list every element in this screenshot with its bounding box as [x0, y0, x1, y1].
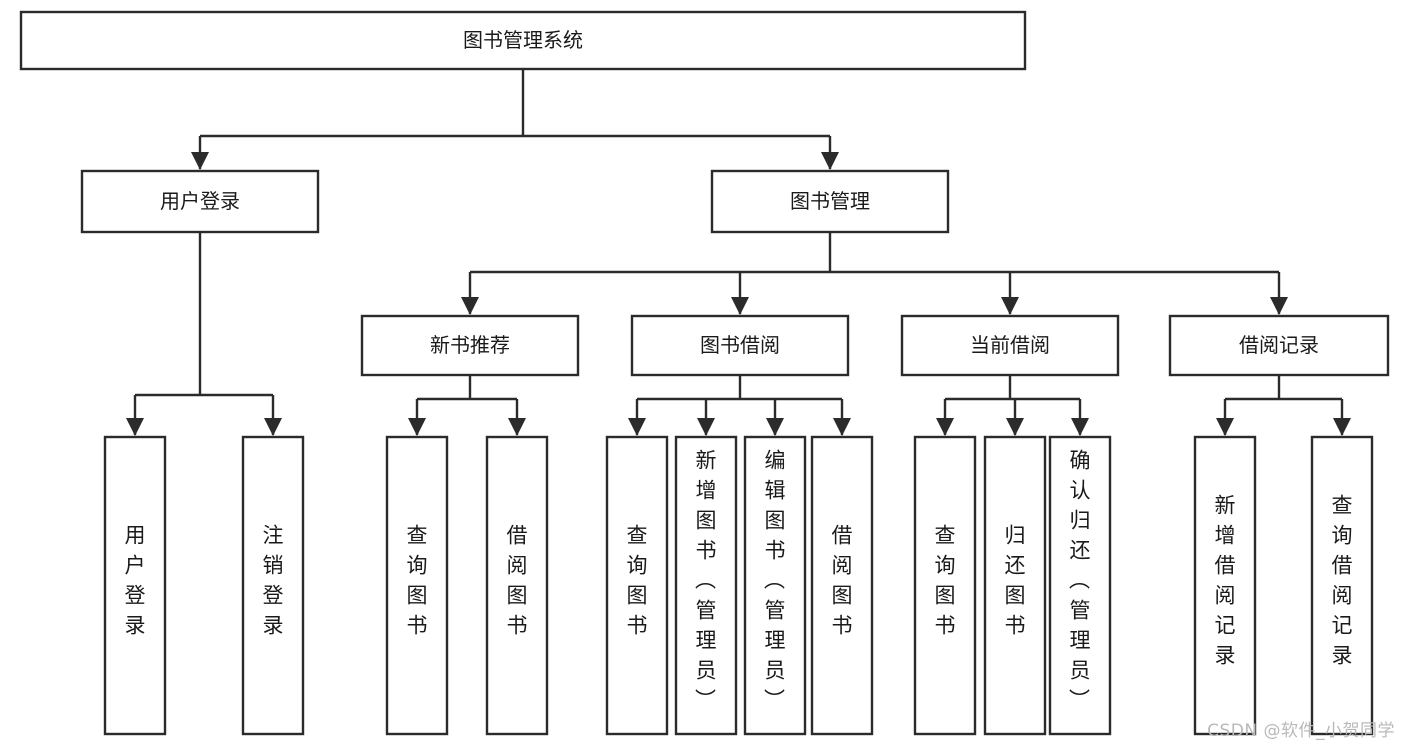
- node-leaf-query-book-1[interactable]: 查询图书: [385, 435, 449, 736]
- node-label: 确认归还（管理员）: [1069, 449, 1091, 713]
- node-box: [710, 169, 950, 234]
- node-current[interactable]: 当前借阅: [900, 314, 1120, 377]
- node-box: [743, 435, 807, 736]
- node-leaf-edit-book[interactable]: 编辑图书（管理员）: [743, 435, 807, 736]
- node-leaf-query-record[interactable]: 查询借阅记录: [1310, 435, 1374, 736]
- node-label: 用户登录: [125, 524, 146, 638]
- edge-group-root: [191, 69, 839, 170]
- node-label: 借阅图书: [832, 524, 853, 638]
- arrow-head-icon: [1001, 297, 1019, 315]
- arrow-head-icon: [697, 418, 715, 436]
- node-box: [913, 435, 977, 736]
- arrow-head-icon: [126, 418, 144, 436]
- node-label: 新书推荐: [430, 333, 510, 357]
- node-label: 用户登录: [160, 189, 240, 213]
- node-root[interactable]: 图书管理系统: [19, 10, 1027, 71]
- node-label: 编辑图书（管理员）: [764, 449, 786, 713]
- arrow-head-icon: [766, 418, 784, 436]
- arrow-head-icon: [508, 418, 526, 436]
- node-label: 新增借阅记录: [1215, 494, 1236, 668]
- node-box: [810, 435, 874, 736]
- arrow-head-icon: [1270, 297, 1288, 315]
- node-label: 图书借阅: [700, 333, 780, 357]
- node-label: 当前借阅: [970, 333, 1050, 357]
- node-leaf-confirm-return[interactable]: 确认归还（管理员）: [1048, 435, 1112, 736]
- node-borrow[interactable]: 图书借阅: [630, 314, 850, 377]
- edge-group-newbook: [408, 375, 526, 436]
- node-box: [19, 10, 1027, 71]
- node-box: [1168, 314, 1390, 377]
- arrow-head-icon: [461, 297, 479, 315]
- edge-group-borrow: [628, 375, 851, 436]
- node-box: [485, 435, 549, 736]
- arrow-head-icon: [1216, 418, 1234, 436]
- node-box: [983, 435, 1047, 736]
- node-box: [900, 314, 1120, 377]
- node-leaf-borrow-book-1[interactable]: 借阅图书: [485, 435, 549, 736]
- arrow-head-icon: [191, 152, 209, 170]
- node-leaf-add-book[interactable]: 新增图书（管理员）: [674, 435, 738, 736]
- arrow-head-icon: [1006, 418, 1024, 436]
- node-box: [1193, 435, 1257, 736]
- node-leaf-query-book-3[interactable]: 查询图书: [913, 435, 977, 736]
- node-box: [630, 314, 850, 377]
- node-label: 查询图书: [627, 524, 648, 638]
- node-label: 查询借阅记录: [1332, 494, 1353, 668]
- node-label: 借阅图书: [507, 524, 528, 638]
- node-label: 新增图书（管理员）: [695, 449, 717, 713]
- edge-group-current: [936, 375, 1089, 436]
- node-box: [360, 314, 580, 377]
- arrow-head-icon: [628, 418, 646, 436]
- arrow-head-icon: [1333, 418, 1351, 436]
- node-label: 归还图书: [1005, 524, 1026, 638]
- node-login[interactable]: 用户登录: [80, 169, 320, 234]
- node-box: [80, 169, 320, 234]
- node-box: [241, 435, 305, 736]
- node-leaf-return-book[interactable]: 归还图书: [983, 435, 1047, 736]
- arrow-head-icon: [731, 297, 749, 315]
- arrow-head-icon: [408, 418, 426, 436]
- arrow-head-icon: [936, 418, 954, 436]
- node-box: [605, 435, 669, 736]
- node-label: 查询图书: [407, 524, 428, 638]
- node-box: [674, 435, 738, 736]
- edge-group-bookmgmt: [461, 232, 1288, 315]
- node-leaf-borrow-book-2[interactable]: 借阅图书: [810, 435, 874, 736]
- arrow-head-icon: [264, 418, 282, 436]
- node-box: [1048, 435, 1112, 736]
- edges-layer: [126, 69, 1351, 436]
- nodes-layer: 图书管理系统用户登录图书管理新书推荐图书借阅当前借阅借阅记录用户登录注销登录查询…: [19, 10, 1390, 736]
- node-label: 图书管理: [790, 189, 870, 213]
- node-box: [103, 435, 167, 736]
- node-leaf-add-record[interactable]: 新增借阅记录: [1193, 435, 1257, 736]
- node-records[interactable]: 借阅记录: [1168, 314, 1390, 377]
- edge-group-login: [126, 232, 282, 436]
- node-label: 查询图书: [935, 524, 956, 638]
- node-box: [385, 435, 449, 736]
- node-leaf-user-login[interactable]: 用户登录: [103, 435, 167, 736]
- node-leaf-query-book-2[interactable]: 查询图书: [605, 435, 669, 736]
- node-newbook[interactable]: 新书推荐: [360, 314, 580, 377]
- edge-group-records: [1216, 375, 1351, 436]
- node-label: 图书管理系统: [463, 28, 583, 52]
- node-label: 借阅记录: [1239, 333, 1319, 357]
- arrow-head-icon: [821, 152, 839, 170]
- arrow-head-icon: [833, 418, 851, 436]
- node-box: [1310, 435, 1374, 736]
- arrow-head-icon: [1071, 418, 1089, 436]
- node-bookmgmt[interactable]: 图书管理: [710, 169, 950, 234]
- node-leaf-user-logout[interactable]: 注销登录: [241, 435, 305, 736]
- node-label: 注销登录: [263, 524, 284, 638]
